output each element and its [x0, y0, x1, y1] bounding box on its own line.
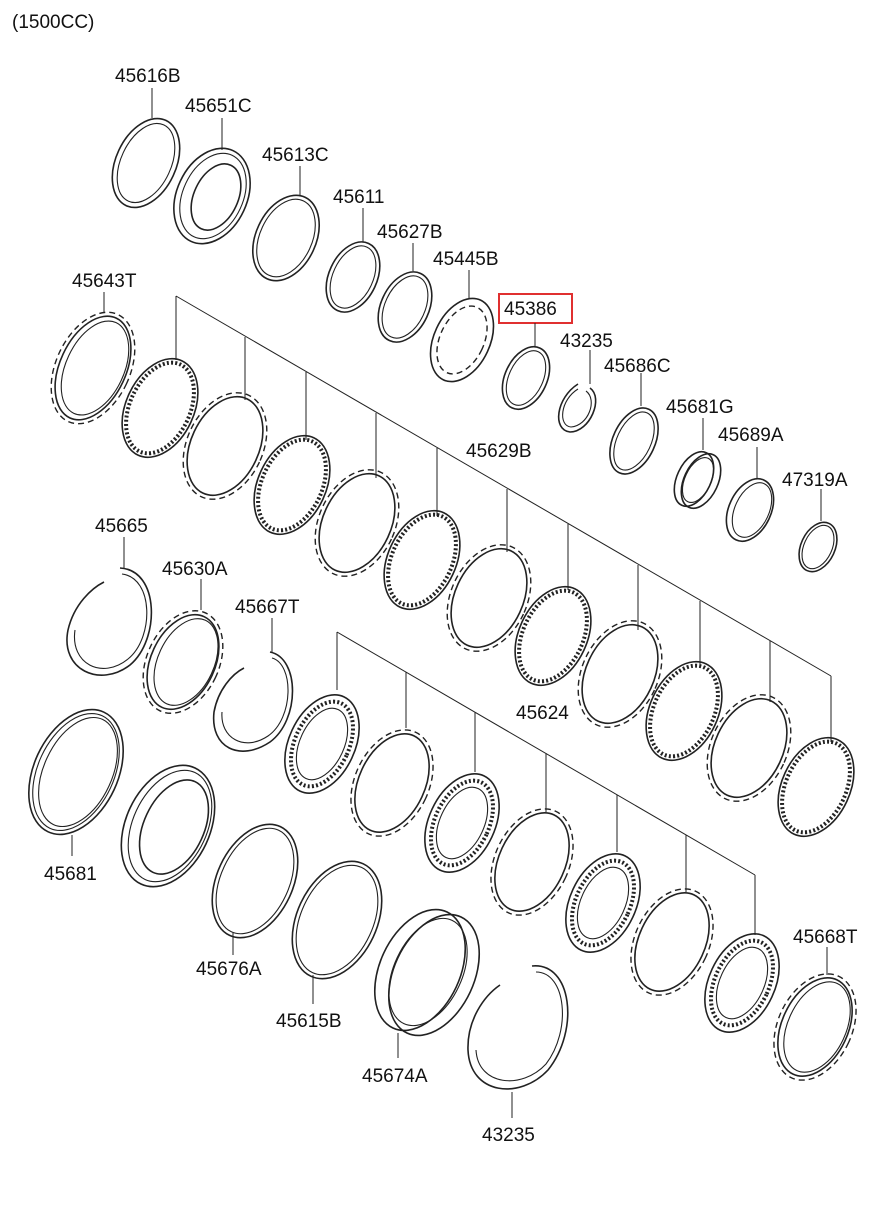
part-45668T[interactable]: 45668T: [758, 927, 872, 1093]
part-label-45676A: 45676A: [196, 959, 262, 980]
steel-plate[interactable]: [562, 607, 678, 741]
part-label-45668T: 45668T: [793, 927, 858, 948]
part-label-45613C: 45613C: [262, 145, 329, 166]
part-label-45643T: 45643T: [72, 271, 137, 292]
part-45689A[interactable]: 45689A: [717, 425, 784, 549]
part-label-45611: 45611: [333, 187, 384, 208]
friction-plate[interactable]: [763, 726, 869, 849]
steel-plate[interactable]: [299, 456, 415, 590]
drum-unlabeled[interactable]: [103, 750, 233, 902]
part-label-45681: 45681: [44, 864, 97, 885]
part-45681[interactable]: 45681: [10, 694, 142, 885]
steel-plate[interactable]: [615, 876, 729, 1009]
part-label-43235-bottom: 43235: [482, 1125, 535, 1146]
part-45667T[interactable]: 45667T: [212, 597, 300, 752]
part-43235-bottom[interactable]: 43235: [467, 965, 569, 1146]
part-45629B[interactable]: 45629B: [431, 441, 547, 665]
thrust-bearing[interactable]: [270, 683, 374, 805]
steel-plate[interactable]: [167, 379, 283, 513]
part-label-45386: 45386: [504, 299, 557, 320]
part-label-45651C: 45651C: [185, 96, 252, 117]
part-45681G[interactable]: 45681G: [666, 397, 734, 514]
friction-plate[interactable]: [239, 424, 345, 547]
friction-plate[interactable]: [107, 347, 213, 470]
part-label-45616B: 45616B: [115, 66, 181, 87]
part-45627B[interactable]: 45627B: [368, 222, 443, 351]
part-label-45681G: 45681G: [666, 397, 734, 418]
part-47319A[interactable]: 47319A: [782, 470, 848, 578]
part-label-45624: 45624: [516, 703, 569, 724]
part-45616B[interactable]: 45616B: [99, 66, 193, 218]
part-45445B[interactable]: 45445B: [418, 249, 506, 392]
friction-plate[interactable]: [631, 650, 737, 773]
part-45686C[interactable]: 45686C: [600, 356, 671, 482]
friction-plate[interactable]: [369, 499, 475, 622]
thrust-bearing[interactable]: [410, 762, 514, 884]
part-label-45667T: 45667T: [235, 597, 300, 618]
part-label-45674A: 45674A: [362, 1066, 428, 1087]
clutch-pack-lower: 45624: [270, 631, 794, 1044]
thrust-bearing[interactable]: [690, 922, 794, 1044]
part-45624[interactable]: 45624: [475, 703, 589, 928]
part-45611[interactable]: 45611: [316, 187, 391, 321]
part-45643T[interactable]: 45643T: [35, 271, 152, 437]
part-label-45627B: 45627B: [377, 222, 443, 243]
part-label-45689A: 45689A: [718, 425, 784, 446]
friction-plate[interactable]: [500, 575, 606, 698]
thrust-bearing[interactable]: [551, 842, 655, 964]
part-label-45629B: 45629B: [466, 441, 532, 462]
part-label-45615B: 45615B: [276, 1011, 342, 1032]
part-label-45665: 45665: [95, 516, 148, 537]
part-label-45686C: 45686C: [604, 356, 671, 377]
part-45615B[interactable]: 45615B: [275, 847, 400, 1032]
part-45386[interactable]: 45386: [493, 293, 573, 417]
steel-plate[interactable]: [335, 717, 449, 850]
part-45674A[interactable]: 45674A: [357, 895, 498, 1087]
part-label-45630A: 45630A: [162, 559, 228, 580]
part-45630A[interactable]: 45630A: [128, 559, 239, 726]
steel-plate[interactable]: [691, 681, 807, 815]
part-45651C[interactable]: 45651C: [159, 96, 265, 256]
part-45665[interactable]: 45665: [66, 516, 153, 676]
part-45676A[interactable]: 45676A: [195, 811, 315, 980]
part-45613C[interactable]: 45613C: [240, 145, 332, 291]
part-label-45445B: 45445B: [433, 249, 499, 270]
part-label-47319A: 47319A: [782, 470, 848, 491]
part-43235-top[interactable]: 43235: [557, 331, 613, 433]
variant-label: (1500CC): [12, 12, 94, 33]
part-label-43235-top: 43235: [560, 331, 613, 352]
clutch-pack-upper: 45629B: [107, 295, 869, 849]
